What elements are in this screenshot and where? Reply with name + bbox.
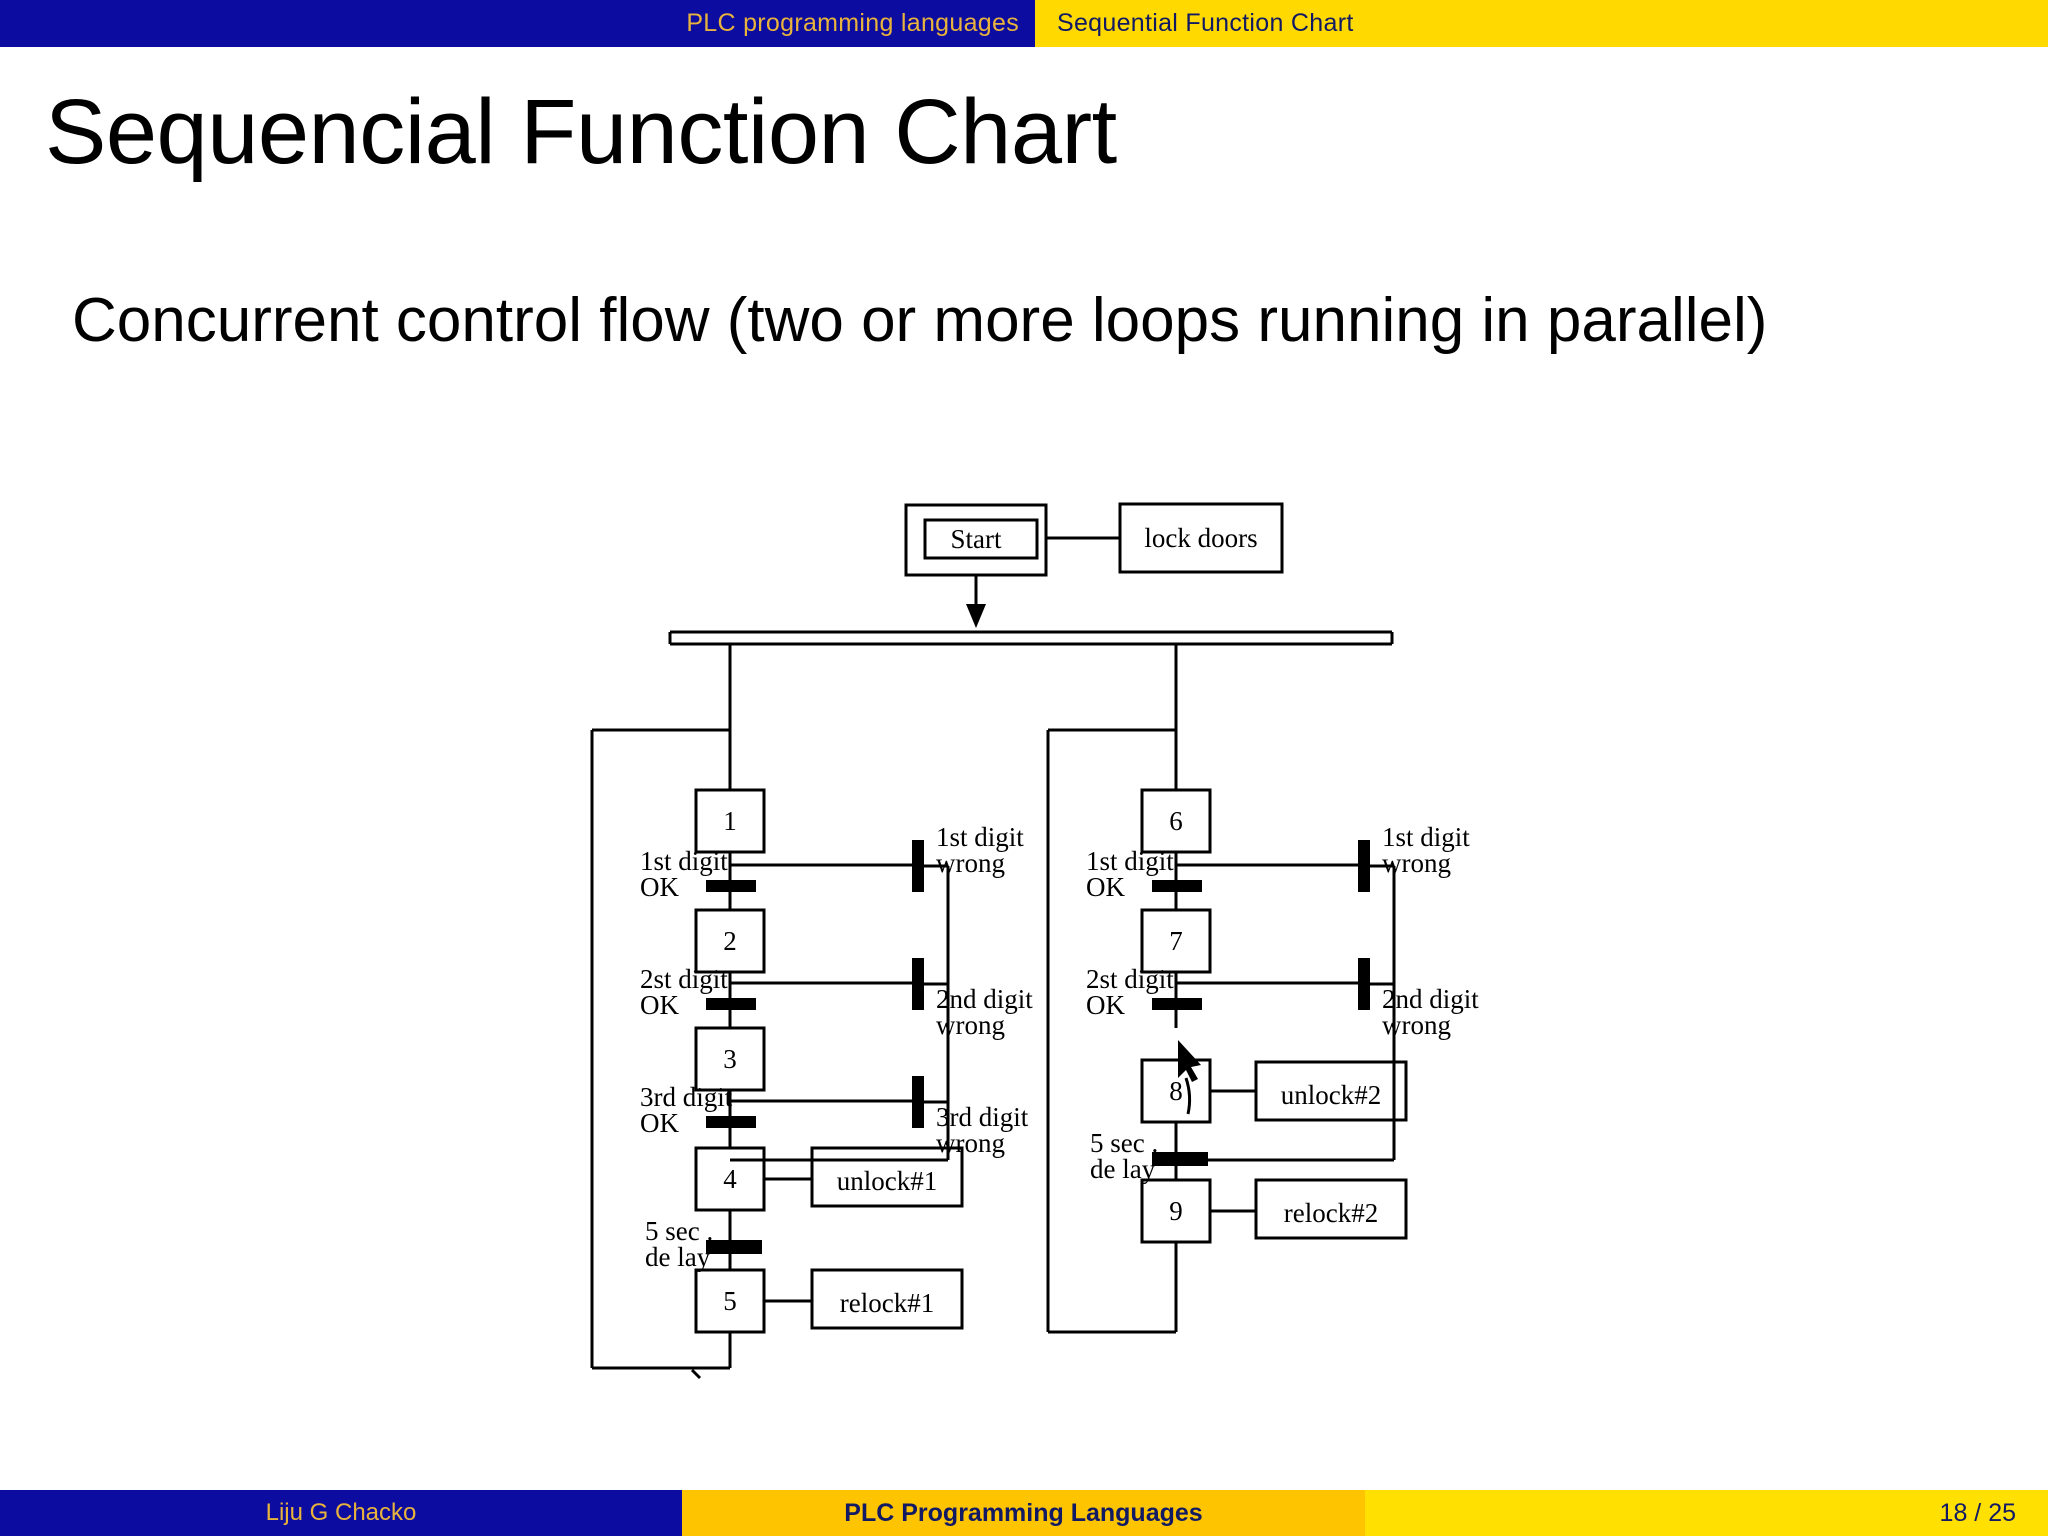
step-label-1: 1 [723, 806, 737, 836]
mouse-cursor-artifact [1178, 1040, 1201, 1115]
page-number-label: 18 / 25 [1939, 1498, 2016, 1527]
transition-label-r-5sec-delay-b: de lay [1090, 1154, 1156, 1184]
footer-page-section: 18 / 25 [1365, 1490, 2048, 1536]
transition-label-r-1st-digit-wrong-b: wrong [1382, 848, 1451, 878]
step-label-start: Start [951, 524, 1002, 554]
transition-label-1st-digit-ok-b: OK [640, 872, 679, 902]
nav-section-sequential-function-chart[interactable]: Sequential Function Chart [1035, 0, 2048, 47]
page-title: Sequencial Function Chart [45, 81, 1117, 183]
transition-label-5sec-delay-b: de lay [645, 1242, 711, 1272]
transition-label-2st-digit-ok-a: 2st digit [640, 964, 728, 994]
footer-course-label: PLC Programming Languages [844, 1498, 1203, 1527]
step-label-2: 2 [723, 926, 737, 956]
transition-label-r-2nd-digit-wrong-a: 2nd digit [1382, 984, 1479, 1014]
step-label-3: 3 [723, 1044, 737, 1074]
step-label-7: 7 [1169, 926, 1183, 956]
footer-author-section: Liju G Chacko [0, 1490, 682, 1536]
transition-label-2st-digit-ok-b: OK [640, 990, 679, 1020]
nav-left-label: PLC programming languages [686, 9, 1019, 37]
action-label-unlock2: unlock#2 [1281, 1080, 1382, 1110]
transition-label-3rd-digit-ok-b: OK [640, 1108, 679, 1138]
step-label-8: 8 [1169, 1076, 1183, 1106]
sfc-diagram: Start lock doors 1 2 3 4 5 6 7 8 9 unloc… [0, 480, 2048, 1490]
top-navigation-bar: PLC programming languages Sequential Fun… [0, 0, 2048, 47]
action-label-relock1: relock#1 [840, 1288, 934, 1318]
transition-label-2nd-digit-wrong-b: wrong [936, 1010, 1005, 1040]
transition-label-r-1st-digit-ok-a: 1st digit [1086, 846, 1174, 876]
action-label-lock-doors: lock doors [1144, 523, 1257, 553]
step-label-9: 9 [1169, 1196, 1183, 1226]
transition-label-r-5sec-delay-a: 5 sec . [1090, 1128, 1158, 1158]
step-label-6: 6 [1169, 806, 1183, 836]
footer-course-section: PLC Programming Languages [682, 1490, 1365, 1536]
nav-right-label: Sequential Function Chart [1057, 9, 1354, 37]
footer-author-label: Liju G Chacko [265, 1499, 417, 1526]
transition-label-2nd-digit-wrong-a: 2nd digit [936, 984, 1033, 1014]
step-label-4: 4 [723, 1164, 737, 1194]
transition-label-r-1st-digit-wrong-a: 1st digit [1382, 822, 1470, 852]
action-label-relock2: relock#2 [1284, 1198, 1378, 1228]
transition-label-r-2st-digit-ok-a: 2st digit [1086, 964, 1174, 994]
action-label-unlock1: unlock#1 [837, 1166, 938, 1196]
step-label-5: 5 [723, 1286, 737, 1316]
transition-label-3rd-digit-wrong-b: wrong [936, 1128, 1005, 1158]
transition-label-1st-digit-ok-a: 1st digit [640, 846, 728, 876]
transition-label-5sec-delay-a: 5 sec . [645, 1216, 713, 1246]
transition-label-r-2st-digit-ok-b: OK [1086, 990, 1125, 1020]
transition-label-1st-digit-wrong-a: 1st digit [936, 822, 1024, 852]
nav-section-plc-programming-languages[interactable]: PLC programming languages [0, 0, 1035, 47]
footer-bar: Liju G Chacko PLC Programming Languages … [0, 1490, 2048, 1536]
transition-label-1st-digit-wrong-b: wrong [936, 848, 1005, 878]
transition-label-r-2nd-digit-wrong-b: wrong [1382, 1010, 1451, 1040]
slide-body-text: Concurrent control flow (two or more loo… [72, 286, 1768, 355]
transition-label-3rd-digit-wrong-a: 3rd digit [936, 1102, 1029, 1132]
transition-label-3rd-digit-ok-a: 3rd digit [640, 1082, 733, 1112]
transition-label-r-1st-digit-ok-b: OK [1086, 872, 1125, 902]
